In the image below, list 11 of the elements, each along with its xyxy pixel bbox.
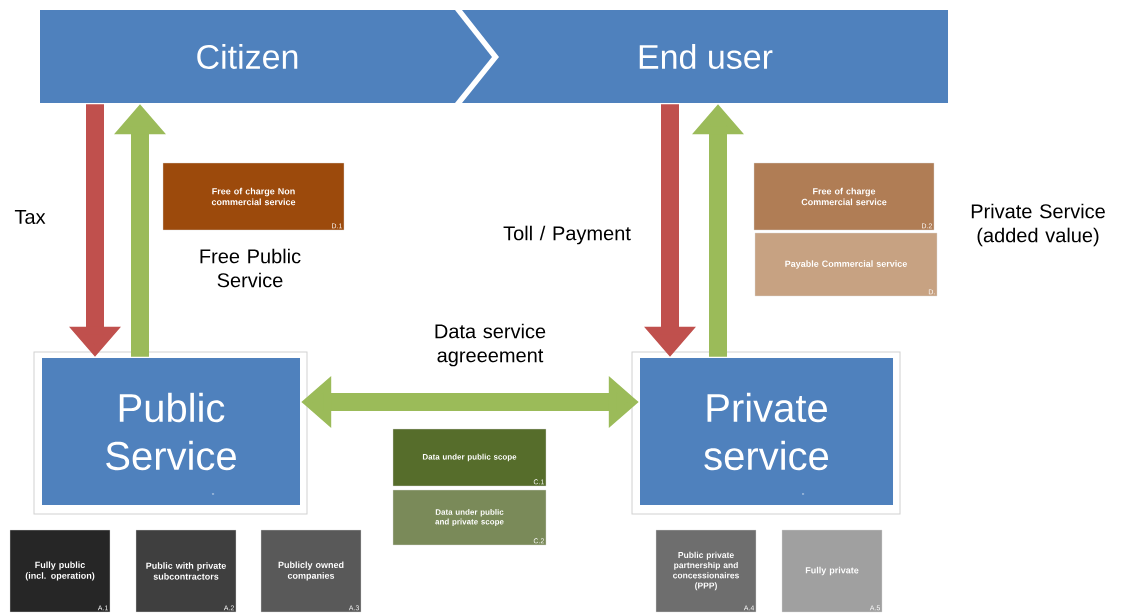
chevron-band: Citizen <box>40 10 492 103</box>
service-box: Private service - <box>631 351 901 515</box>
edge-label: Free Public Service <box>200 248 301 288</box>
chevron-band: End user <box>462 10 948 103</box>
service-box: Public Service - <box>33 351 308 515</box>
edge-label: Tax <box>14 210 46 224</box>
node-label: Citizen <box>197 44 298 69</box>
annotation-text: Private Service (added value) <box>971 203 1105 247</box>
node-label: End user <box>639 44 773 69</box>
edge-label: Data service agreeement <box>435 323 546 367</box>
edge-label: Toll / Payment <box>503 225 631 245</box>
